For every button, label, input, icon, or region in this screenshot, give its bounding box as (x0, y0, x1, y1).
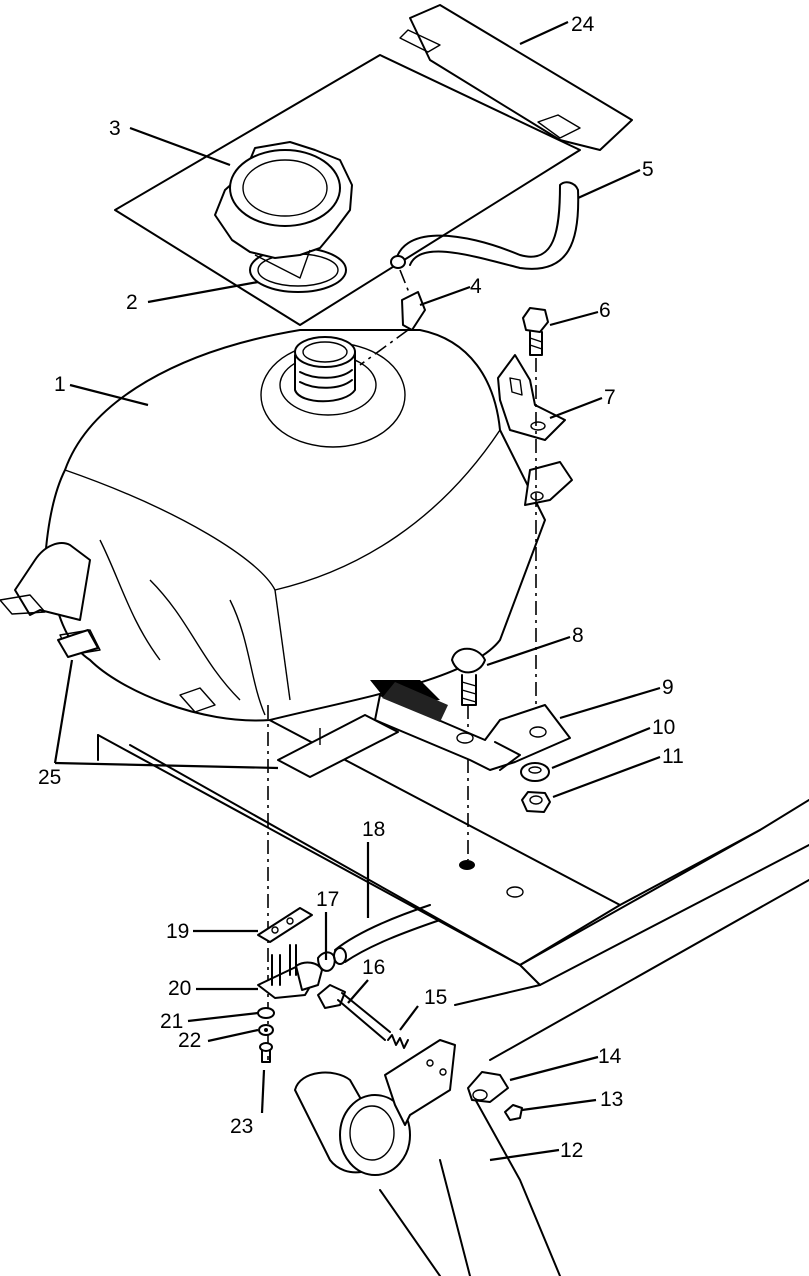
callout-10: 10 (652, 716, 675, 739)
callout-7: 7 (604, 386, 616, 409)
fuel-tank (0, 329, 573, 722)
fuel-valve-20 (257, 944, 323, 999)
callout-12: 12 (560, 1139, 583, 1162)
callout-1: 1 (54, 373, 66, 396)
callout-17: 17 (316, 888, 339, 911)
callout-6: 6 (599, 299, 611, 322)
callout-5: 5 (642, 158, 654, 181)
callout-24: 24 (571, 13, 595, 36)
callout-19: 19 (166, 920, 189, 943)
callout-20: 20 (168, 977, 191, 1000)
callout-16: 16 (362, 956, 385, 979)
screw-13 (504, 1104, 523, 1121)
fuel-cap (214, 141, 353, 293)
callout-11: 11 (662, 745, 684, 768)
cable-16 (317, 984, 391, 1041)
callout-13: 13 (600, 1088, 623, 1111)
lock-washer-22 (258, 1024, 274, 1036)
bolt-8 (451, 647, 486, 706)
callout-3: 3 (109, 117, 121, 140)
screw-23 (259, 1042, 273, 1063)
knob-14 (467, 1071, 509, 1103)
spring-15 (387, 1034, 409, 1049)
frame (97, 714, 809, 1276)
callout-9: 9 (662, 676, 674, 699)
callout-15: 15 (424, 986, 447, 1009)
callout-8: 8 (572, 624, 584, 647)
callout-25: 25 (38, 766, 61, 789)
bracket-7 (497, 354, 566, 441)
rubber-pads (57, 629, 399, 778)
washer-21 (257, 1007, 275, 1019)
valve-plate-19 (257, 907, 313, 943)
callout-21: 21 (160, 1010, 183, 1033)
bracket-9 (374, 682, 571, 771)
washer-10 (520, 762, 550, 782)
fuel-line-18 (333, 904, 441, 965)
vent-fitting (359, 269, 426, 366)
bolt-6 (522, 307, 549, 356)
callout-23: 23 (230, 1115, 253, 1138)
callout-4: 4 (470, 275, 482, 298)
seat-base-plate (114, 4, 633, 326)
leader-lines (53, 21, 661, 1162)
callout-labels: 1 2 3 4 5 6 7 8 9 10 11 12 13 14 15 16 1… (38, 13, 684, 1162)
callout-18: 18 (362, 818, 385, 841)
mount-bracket (384, 1039, 456, 1126)
vent-hose (390, 181, 580, 270)
callout-14: 14 (598, 1045, 622, 1068)
nut-11 (521, 791, 551, 813)
callout-2: 2 (126, 291, 138, 314)
callout-22: 22 (178, 1029, 201, 1052)
